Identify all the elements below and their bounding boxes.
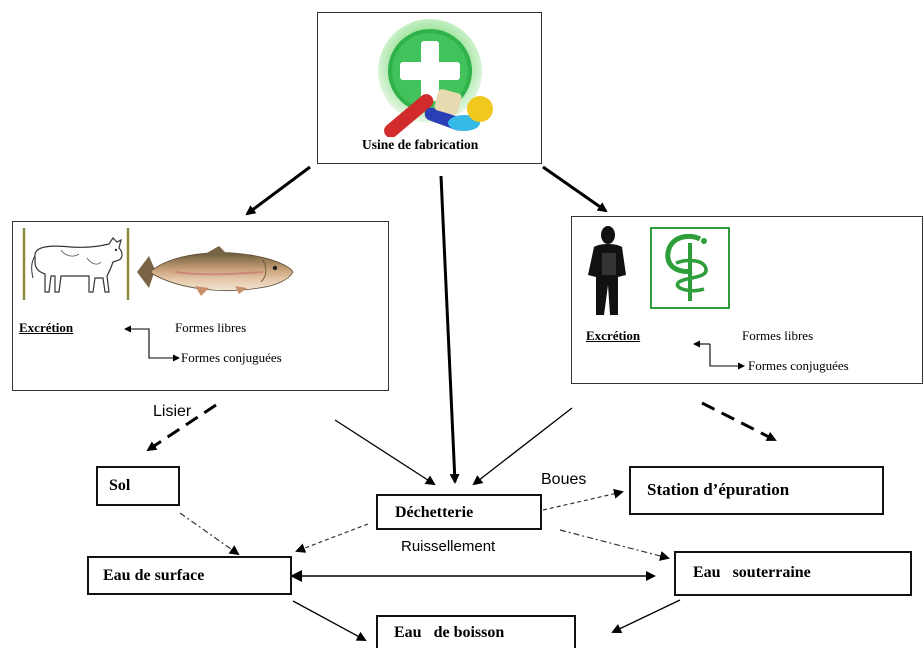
waste-node: Déchetterie xyxy=(376,494,542,530)
fish-icon xyxy=(137,246,294,296)
edge-ground-drinking xyxy=(611,599,681,634)
edge-human-waste xyxy=(472,407,573,486)
edge-label-boues: Boues xyxy=(541,471,587,488)
pharmacy-caduceus-icon xyxy=(650,227,730,309)
surface-water-label: Eau de surface xyxy=(103,567,205,584)
edge-factory-veterinary xyxy=(245,165,311,216)
edge-label-ruissellement: Ruissellement xyxy=(401,538,496,555)
ground-water-node: Eau souterraine xyxy=(674,551,912,596)
soil-label: Sol xyxy=(109,477,131,494)
edge-veterinary-waste xyxy=(334,419,436,486)
edge-veterinary-soil xyxy=(146,403,217,452)
veterinary-excretion-label: Excrétion xyxy=(19,320,74,335)
human-free-forms-label: Formes libres xyxy=(742,328,814,343)
veterinary-conjugated-forms-label: Formes conjuguées xyxy=(181,350,282,365)
human-split-arrow xyxy=(693,340,745,370)
factory-node: Usine de fabrication xyxy=(317,12,542,164)
soil-node: Sol xyxy=(96,466,180,506)
edge-label-lisier: Lisier xyxy=(153,403,192,420)
veterinary-free-forms-label: Formes libres xyxy=(175,320,247,335)
cow-icon xyxy=(22,228,130,300)
waste-label: Déchetterie xyxy=(395,504,474,521)
drinking-water-node: Eau de boisson xyxy=(376,615,576,648)
human-conjugated-forms-label: Formes conjuguées xyxy=(748,358,849,373)
treatment-node: Station d’épuration xyxy=(629,466,884,515)
treatment-label: Station d’épuration xyxy=(647,480,790,499)
edge-human-treatment xyxy=(701,401,777,442)
factory-label: Usine de fabrication xyxy=(362,137,479,152)
surface-water-node: Eau de surface xyxy=(87,556,292,595)
edge-surface-drinking xyxy=(292,600,367,641)
edge-waste-surface xyxy=(295,523,369,553)
medicine-cross-icon xyxy=(378,19,493,137)
person-silhouette-icon xyxy=(588,226,626,315)
edge-soil-surface xyxy=(179,512,240,556)
drinking-water-label: Eau de boisson xyxy=(394,624,505,641)
veterinary-node: Excrétion Formes libres Formes conjuguée… xyxy=(12,221,389,391)
edge-waste-ground xyxy=(559,529,670,561)
edge-factory-human xyxy=(542,165,608,213)
human-node: Excrétion Formes libres Formes conjuguée… xyxy=(571,216,923,384)
edge-waste-treatment xyxy=(542,488,624,511)
edge-factory-waste xyxy=(439,175,460,484)
human-excretion-label: Excrétion xyxy=(586,328,641,343)
ground-water-label: Eau souterraine xyxy=(693,564,811,581)
veterinary-split-arrow xyxy=(124,325,180,362)
